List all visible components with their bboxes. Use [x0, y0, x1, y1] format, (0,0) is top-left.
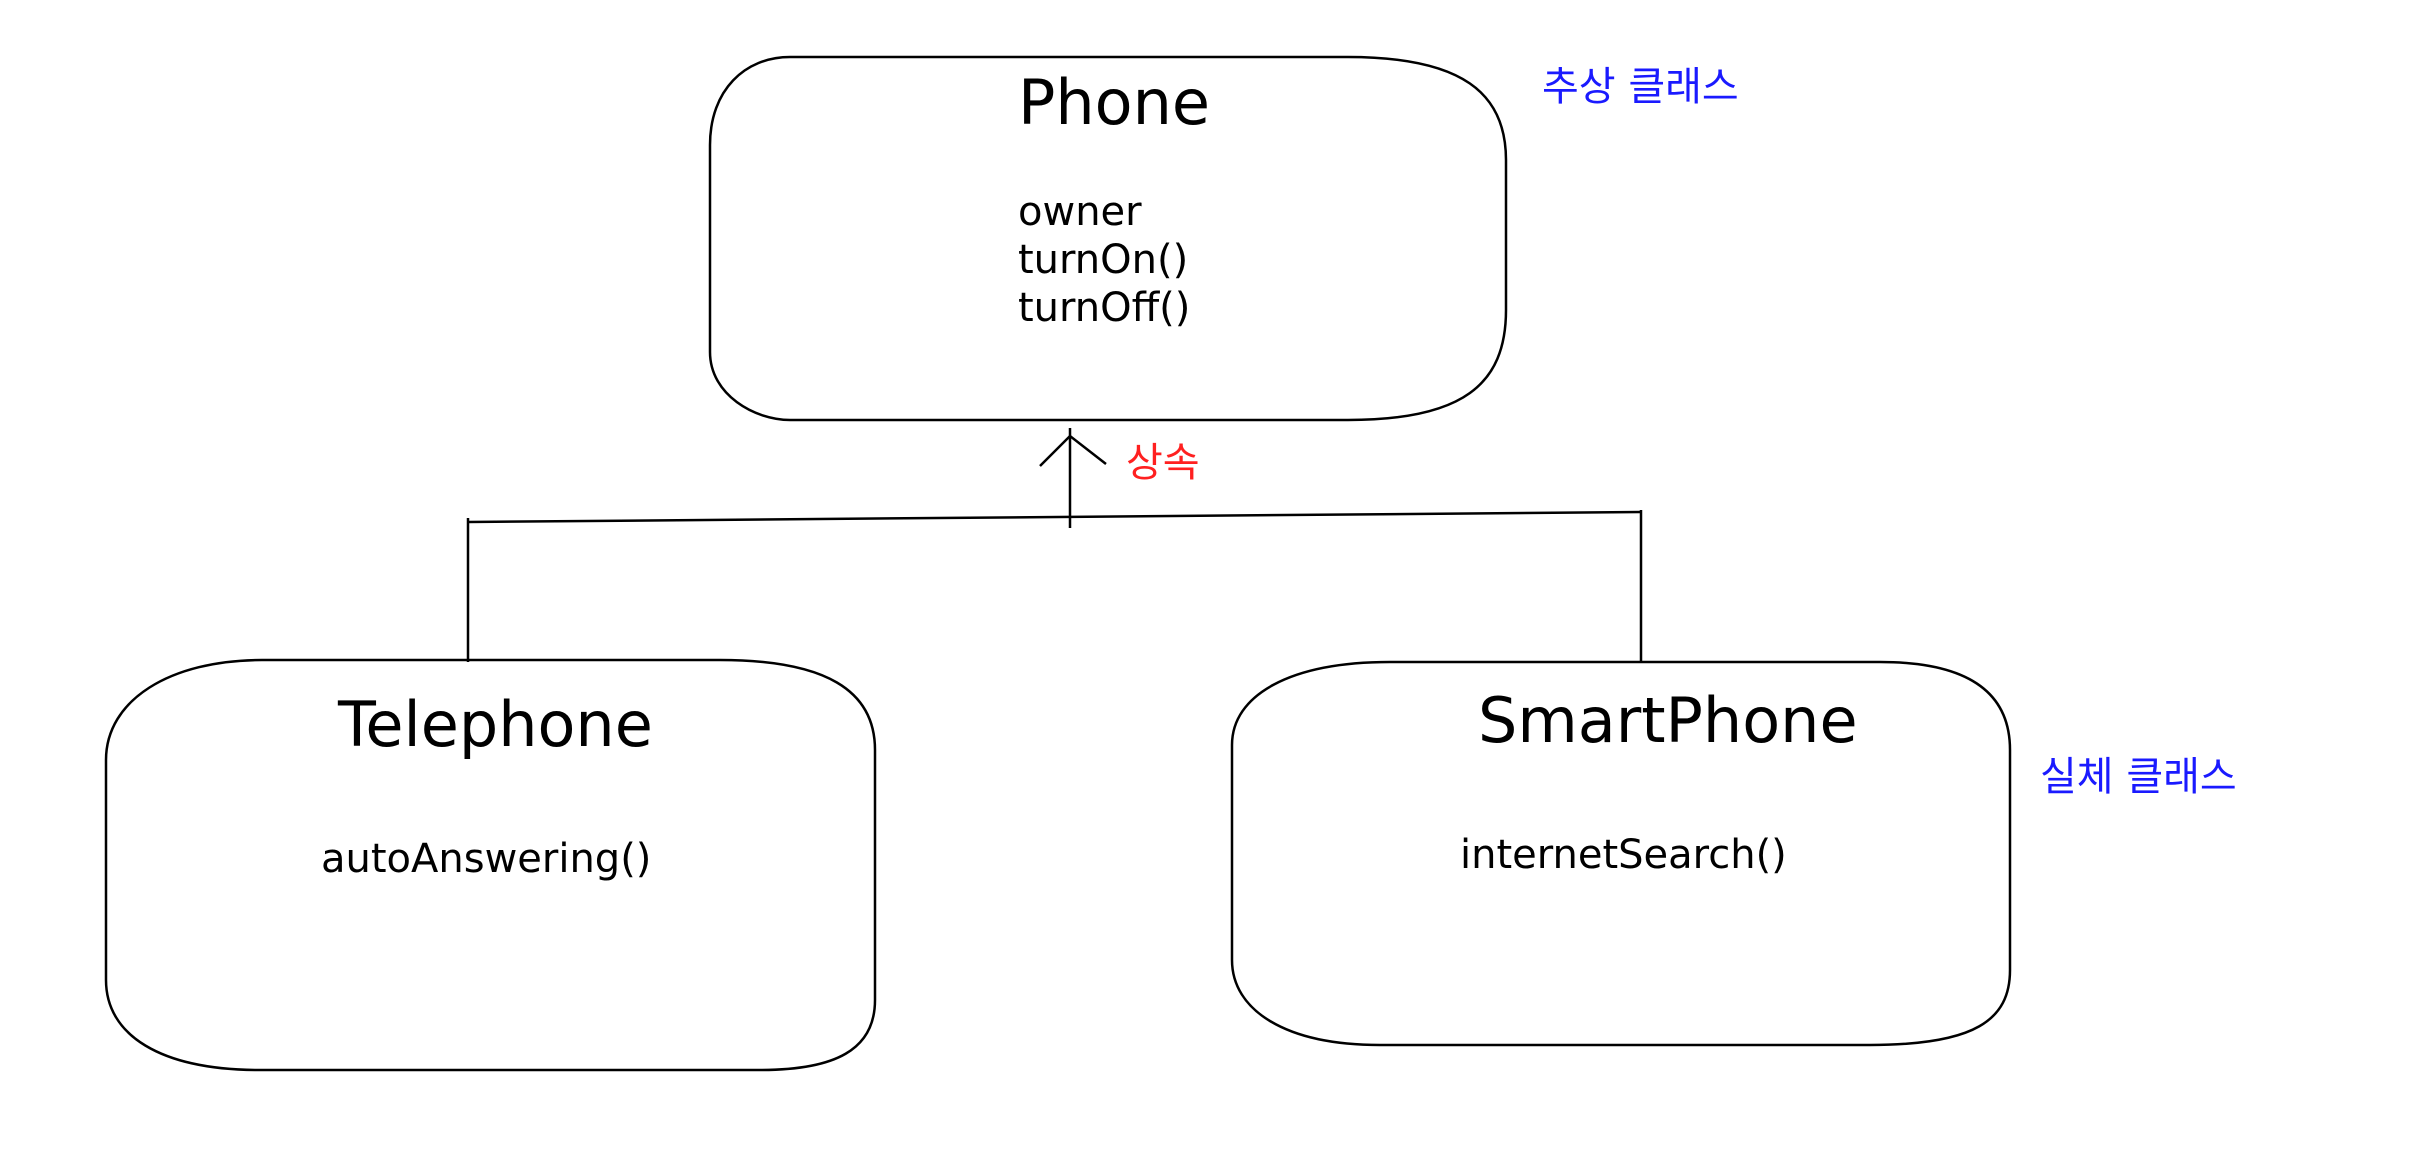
phone-member-turnoff: turnOff() [1018, 285, 1190, 331]
telephone-class-box: Telephone autoAnswering() [104, 658, 877, 1072]
inheritance-connector [466, 428, 1643, 662]
phone-member-turnon: turnOn() [1018, 237, 1188, 283]
smartphone-class-box: SmartPhone internetSearch() [1230, 660, 2012, 1047]
phone-class-shape [708, 55, 1508, 422]
smartphone-class-shape [1230, 660, 2012, 1047]
phone-member-owner: owner [1018, 189, 1142, 235]
telephone-member-autoanswering: autoAnswering() [321, 836, 651, 882]
smartphone-class-name: SmartPhone [1478, 684, 1858, 757]
abstract-class-label: 추상 클래스 [1542, 64, 1739, 110]
phone-class-box: Phone owner turnOn() turnOff() [708, 55, 1508, 422]
concrete-class-label: 실체 클래스 [2040, 754, 2237, 800]
horizontal-branch-line [467, 510, 1642, 524]
parent-arrow-head [1039, 434, 1107, 467]
telephone-class-shape [104, 658, 877, 1072]
telephone-class-name: Telephone [337, 688, 653, 761]
inheritance-label: 상속 [1126, 440, 1200, 486]
smartphone-member-internetsearch: internetSearch() [1460, 832, 1787, 878]
phone-class-name: Phone [1018, 66, 1210, 139]
